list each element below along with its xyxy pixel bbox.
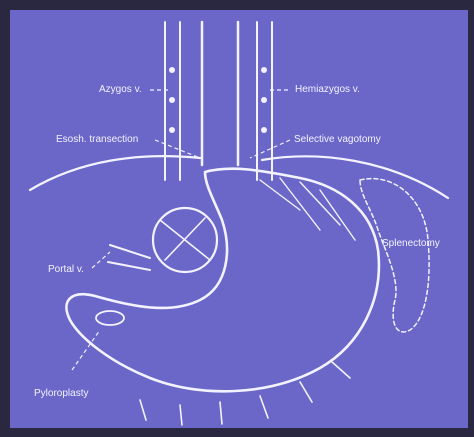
esoph-transection-label: Esosh. transection	[56, 134, 138, 146]
portal-label: Portal v.	[48, 264, 84, 276]
azygos-node	[169, 67, 175, 73]
hemiazygos-node	[261, 97, 267, 103]
splenectomy-label: Splenectomy	[382, 238, 440, 250]
azygos-node	[169, 127, 175, 133]
hemiazygos-node	[261, 67, 267, 73]
hemiazygos-label: Hemiazygos v.	[295, 84, 360, 96]
selective-vagotomy-label: Selective vagotomy	[294, 134, 381, 146]
azygos-node	[169, 97, 175, 103]
pyloroplasty-label: Pyloroplasty	[34, 388, 88, 400]
azygos-label: Azygos v.	[99, 84, 142, 96]
hemiazygos-node	[261, 127, 267, 133]
